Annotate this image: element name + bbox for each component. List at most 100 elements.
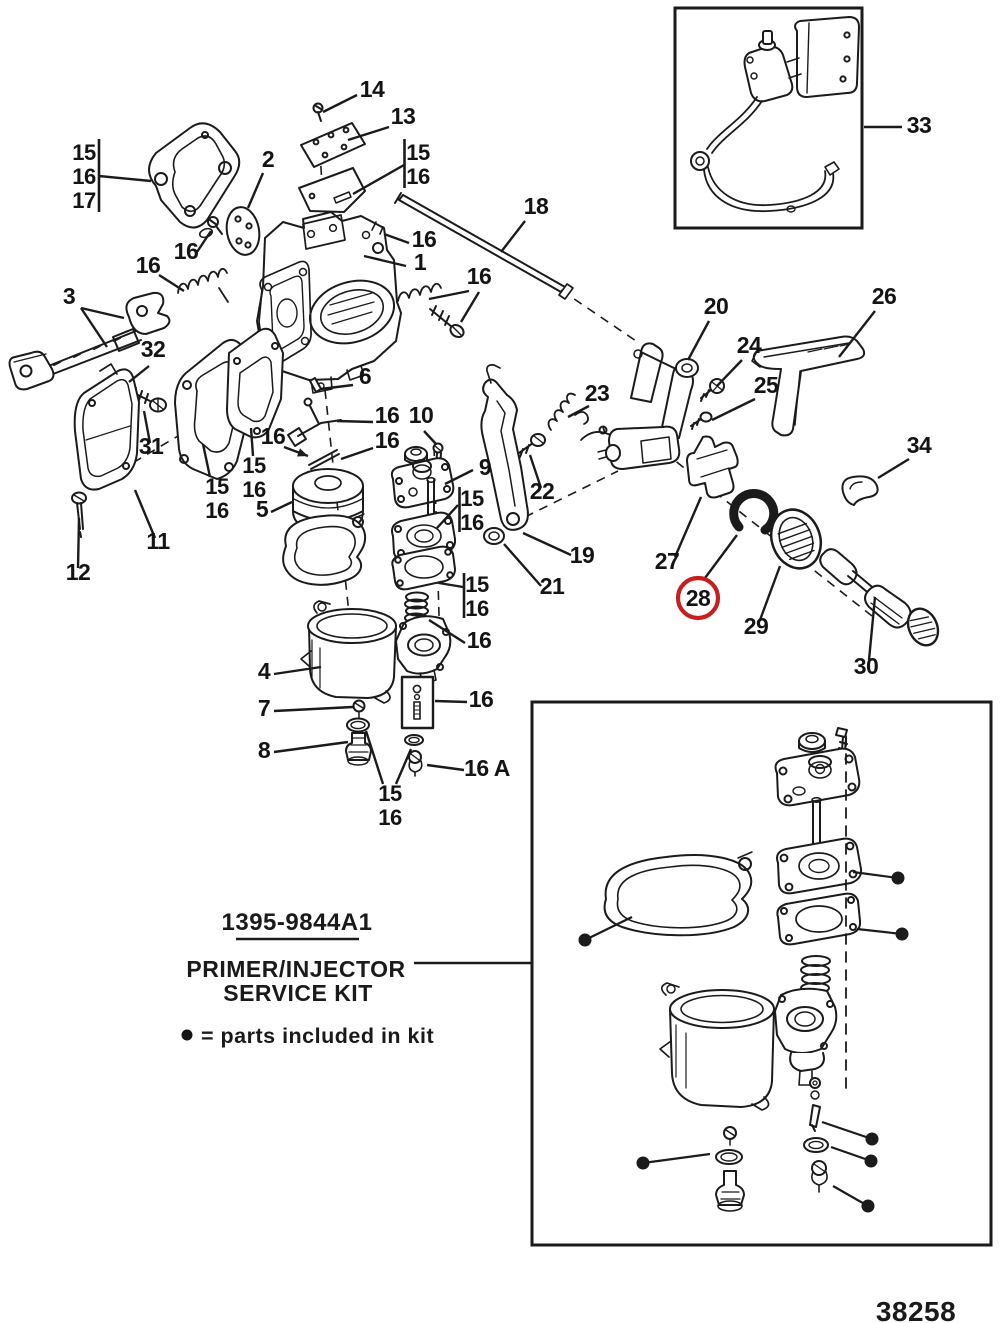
leader-line-2 <box>246 172 265 209</box>
part-jet-box <box>400 675 435 730</box>
part-kit-gasket <box>776 892 862 946</box>
callout-8: 8 <box>258 737 271 763</box>
callout-22: 22 <box>530 478 555 504</box>
leader-line-16 <box>428 289 470 301</box>
callout-15: 15 <box>465 572 489 597</box>
callout-16: 16 <box>467 263 492 289</box>
part-kit-oring-right <box>803 1137 829 1153</box>
callout-12: 12 <box>66 559 91 585</box>
leader-line-19 <box>522 531 572 557</box>
part-kit-bowl-gasket <box>603 851 753 937</box>
part-plate-13 <box>300 122 366 168</box>
leader-line-16 <box>340 446 374 461</box>
highlight-circle-28 <box>675 575 721 621</box>
leader-line-15-16-17 <box>98 174 152 183</box>
leader-line-3 <box>80 307 108 348</box>
leader-line-15-16 <box>438 581 464 589</box>
callout-16: 16 <box>375 402 400 428</box>
part-kit-needle <box>809 1104 821 1132</box>
callout-19: 19 <box>570 542 595 568</box>
part-screen-29 <box>769 508 823 570</box>
callout-16: 16 <box>378 805 402 830</box>
leader-line-9 <box>444 468 474 486</box>
kit-legend-text: = parts included in kit <box>201 1024 434 1048</box>
callout-16: 16 <box>205 498 229 523</box>
part-cring-28 <box>729 488 779 535</box>
part-screw-washer <box>198 216 223 239</box>
callout-16: 16 <box>375 427 400 453</box>
kit-marker-line <box>856 927 903 936</box>
part-pump-body-11 <box>73 363 140 491</box>
part-throttle-lever-3 <box>8 291 171 391</box>
leader-line-28 <box>704 534 738 579</box>
part-screw-25 <box>690 411 713 430</box>
part-solenoid-33 <box>690 16 860 213</box>
leader-line-14 <box>322 93 358 114</box>
leader-line-31 <box>142 410 152 444</box>
callout-23: 23 <box>585 380 610 406</box>
service-kit-box <box>530 700 993 1247</box>
leader-line-25 <box>711 397 756 422</box>
part-bellcrank <box>580 425 625 441</box>
part-plate-gasket <box>298 167 366 213</box>
callout-32: 32 <box>141 336 166 362</box>
callout-1: 1 <box>414 249 427 275</box>
explosion-axis-line <box>663 451 873 617</box>
callout-15: 15 <box>242 453 266 478</box>
part-bracket-20 <box>597 342 699 470</box>
callout-2: 2 <box>262 146 274 172</box>
leader-line-12 <box>76 517 81 569</box>
part-kit-check-valve <box>811 1160 828 1193</box>
callout-20: 20 <box>704 293 729 319</box>
leader-line-3 <box>80 306 125 320</box>
callout-31: 31 <box>139 433 164 459</box>
part-valve-7 <box>352 699 366 719</box>
callout-15: 15 <box>205 474 229 499</box>
kit-part-number: 1395-9844A1 <box>222 909 373 936</box>
part-oring-left <box>346 717 370 733</box>
part-screw-22 <box>518 433 546 458</box>
leader-line-16 <box>196 230 212 253</box>
leader-line-15-16 <box>394 748 413 785</box>
leader-line-24 <box>716 359 743 387</box>
part-mount-gasket <box>148 122 241 229</box>
leader-line-16 <box>428 618 466 645</box>
callout-16A: 16 A <box>464 755 510 781</box>
part-washer-21 <box>483 527 505 545</box>
kit-marker-line <box>642 1152 711 1165</box>
kit-included-dot <box>895 927 909 941</box>
kit-marker-line <box>821 1120 873 1141</box>
part-shaft-30 <box>819 548 940 647</box>
kit-marker-line <box>830 1145 872 1163</box>
kit-included-dot <box>891 871 905 885</box>
leader-line-23 <box>567 404 590 419</box>
service-kit-note: 1395-9844A1 PRIMER/INJECTOR SERVICE KIT … <box>181 909 532 1048</box>
leader-line-26 <box>838 310 876 358</box>
callout-25: 25 <box>754 372 779 398</box>
kit-marker-line <box>584 916 633 941</box>
callout-16: 16 <box>136 252 161 278</box>
leader-arrowhead <box>297 448 308 457</box>
leader-line-34 <box>877 457 910 480</box>
part-kit-cover <box>774 747 861 807</box>
part-kit-oring-left <box>715 1149 743 1165</box>
part-gasket-right <box>226 327 284 439</box>
callout-11: 11 <box>146 528 170 554</box>
leader-line-21 <box>503 543 542 587</box>
callout-4: 4 <box>258 658 271 684</box>
part-valve-16A <box>408 750 423 777</box>
explosion-axis-line <box>560 289 640 344</box>
part-bowl-4 <box>300 600 397 704</box>
callout-16: 16 <box>261 423 286 449</box>
part-pump-cover-9 <box>390 457 455 509</box>
callout-26: 26 <box>872 283 897 309</box>
leader-line-15-16 <box>352 163 405 196</box>
part-kit-jet <box>715 1170 745 1212</box>
callout-16: 16 <box>242 477 266 502</box>
kit-included-markers <box>578 870 909 1213</box>
leader-line-15-16 <box>249 427 255 457</box>
leader-line-16 <box>434 699 468 704</box>
leader-line-32 <box>128 365 150 383</box>
callout-28: 28 <box>686 585 711 611</box>
